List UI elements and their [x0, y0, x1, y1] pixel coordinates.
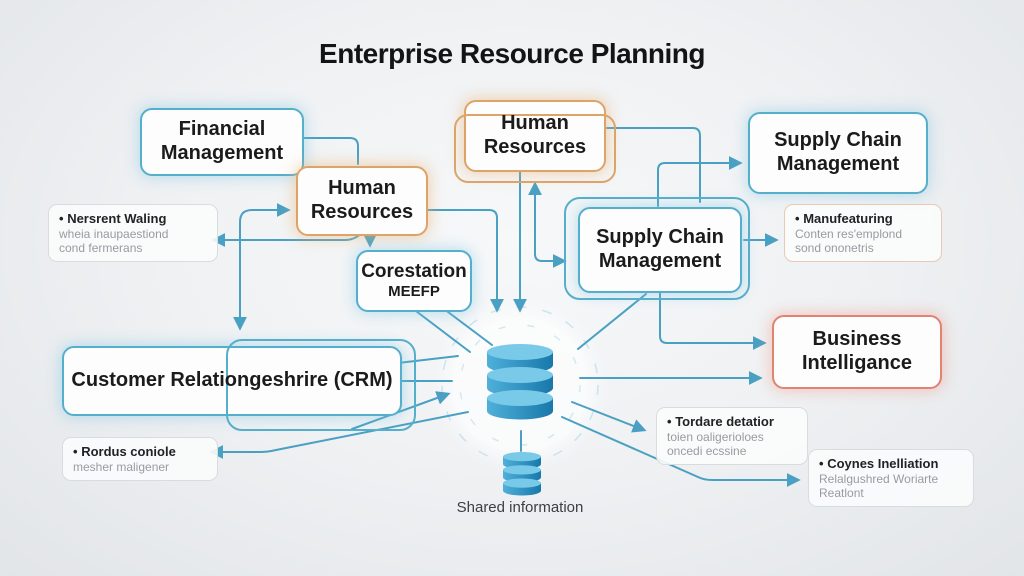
- box-label: Human Resources: [483, 112, 587, 158]
- business-intelligence-box: Business Intelligance: [772, 315, 942, 389]
- human-resources-top-box: Human Resources: [454, 100, 616, 183]
- box-label: Corestation: [361, 260, 467, 282]
- box-label: Supply Chain Management: [774, 129, 902, 175]
- box-label: Customer Relationgeshrire (CRM): [71, 369, 393, 392]
- connector-corestation-to-hub-1: [411, 307, 471, 353]
- note-line: mesher maligener: [73, 459, 170, 474]
- human-resources-mid-box: Human Resources: [296, 166, 428, 236]
- note-line: toien oaligerioloes: [667, 429, 764, 444]
- shared-information-caption: Shared information: [456, 499, 584, 516]
- connector-hub-to-tordare: [571, 401, 647, 433]
- note-coynes: • Coynes Inelliation Relalgushred Woriar…: [808, 449, 974, 508]
- bullet: •: [59, 211, 64, 226]
- note-title-text: Nersrent Waling: [67, 211, 167, 226]
- bullet: •: [667, 414, 672, 429]
- connector-hub-to-rordus: [209, 411, 469, 459]
- connector-scm-to-bi: [659, 291, 767, 350]
- connector-crm-to-hub-1: [397, 355, 459, 364]
- box-label: Supply Chain Management: [596, 226, 724, 272]
- database-icon: [487, 344, 553, 420]
- connector-hrmid-to-hub: [424, 209, 504, 313]
- bullet: •: [73, 444, 78, 459]
- crm-box: Customer Relationgeshrire (CRM): [62, 339, 416, 431]
- note-title: • Rordus coniole: [73, 444, 209, 460]
- note-line: wheia inaupaestiond: [59, 226, 169, 241]
- connector-corestation-to-hub-2: [439, 305, 493, 346]
- box-label: Financial Management: [160, 118, 284, 164]
- note-line: cond fermerans: [59, 240, 143, 255]
- note-nersrent: • Nersrent Waling wheia inaupaestiond co…: [48, 204, 218, 263]
- connector-hub-to-coynes: [561, 416, 801, 487]
- note-tordare: • Tordare detatior toien oaligerioloes o…: [656, 407, 808, 466]
- note-title: • Coynes Inelliation: [819, 456, 965, 472]
- connector-hrtop-to-scm: [606, 127, 701, 203]
- bullet: •: [795, 211, 800, 226]
- small-database-icon: [503, 452, 541, 496]
- supply-chain-mid-box: Supply Chain Management: [564, 197, 750, 300]
- bullet: •: [819, 456, 824, 471]
- note-title: • Manufeaturing: [795, 211, 933, 227]
- note-line: sond ononetris: [795, 240, 874, 255]
- connector-scm-to-hub: [577, 293, 647, 350]
- corestation-box: Corestation MEEFP: [356, 250, 472, 312]
- note-title: • Tordare detatior: [667, 414, 799, 430]
- box-label: Business Intelligance: [801, 328, 913, 374]
- note-manufacturing: • Manufeaturing Conten res'emplond sond …: [784, 204, 942, 263]
- note-line: Reatlont: [819, 485, 864, 500]
- connector-hr-crm: [233, 203, 291, 331]
- note-line: Relalgushred Woriarte: [819, 471, 939, 486]
- note-line: oncedi ecssine: [667, 443, 747, 458]
- box-sublabel: MEEFP: [388, 283, 440, 301]
- note-title-text: Rordus coniole: [81, 444, 176, 459]
- box-label: Human Resources: [310, 177, 414, 223]
- financial-management-box: Financial Management: [140, 108, 304, 176]
- note-title-text: Manufeaturing: [803, 211, 893, 226]
- note-line: Conten res'emplond: [795, 226, 903, 241]
- note-title-text: Coynes Inelliation: [827, 456, 939, 471]
- note-title: • Nersrent Waling: [59, 211, 209, 227]
- connector-hrtop-scm: [528, 181, 567, 268]
- note-title-text: Tordare detatior: [675, 414, 774, 429]
- connector-scm-to-scmtop: [657, 156, 743, 207]
- supply-chain-top-box: Supply Chain Management: [748, 112, 928, 194]
- page-title: Enterprise Resource Planning: [319, 38, 705, 69]
- connector-financial-to-hr: [299, 137, 359, 165]
- note-rordus: • Rordus coniole mesher maligener: [62, 437, 218, 481]
